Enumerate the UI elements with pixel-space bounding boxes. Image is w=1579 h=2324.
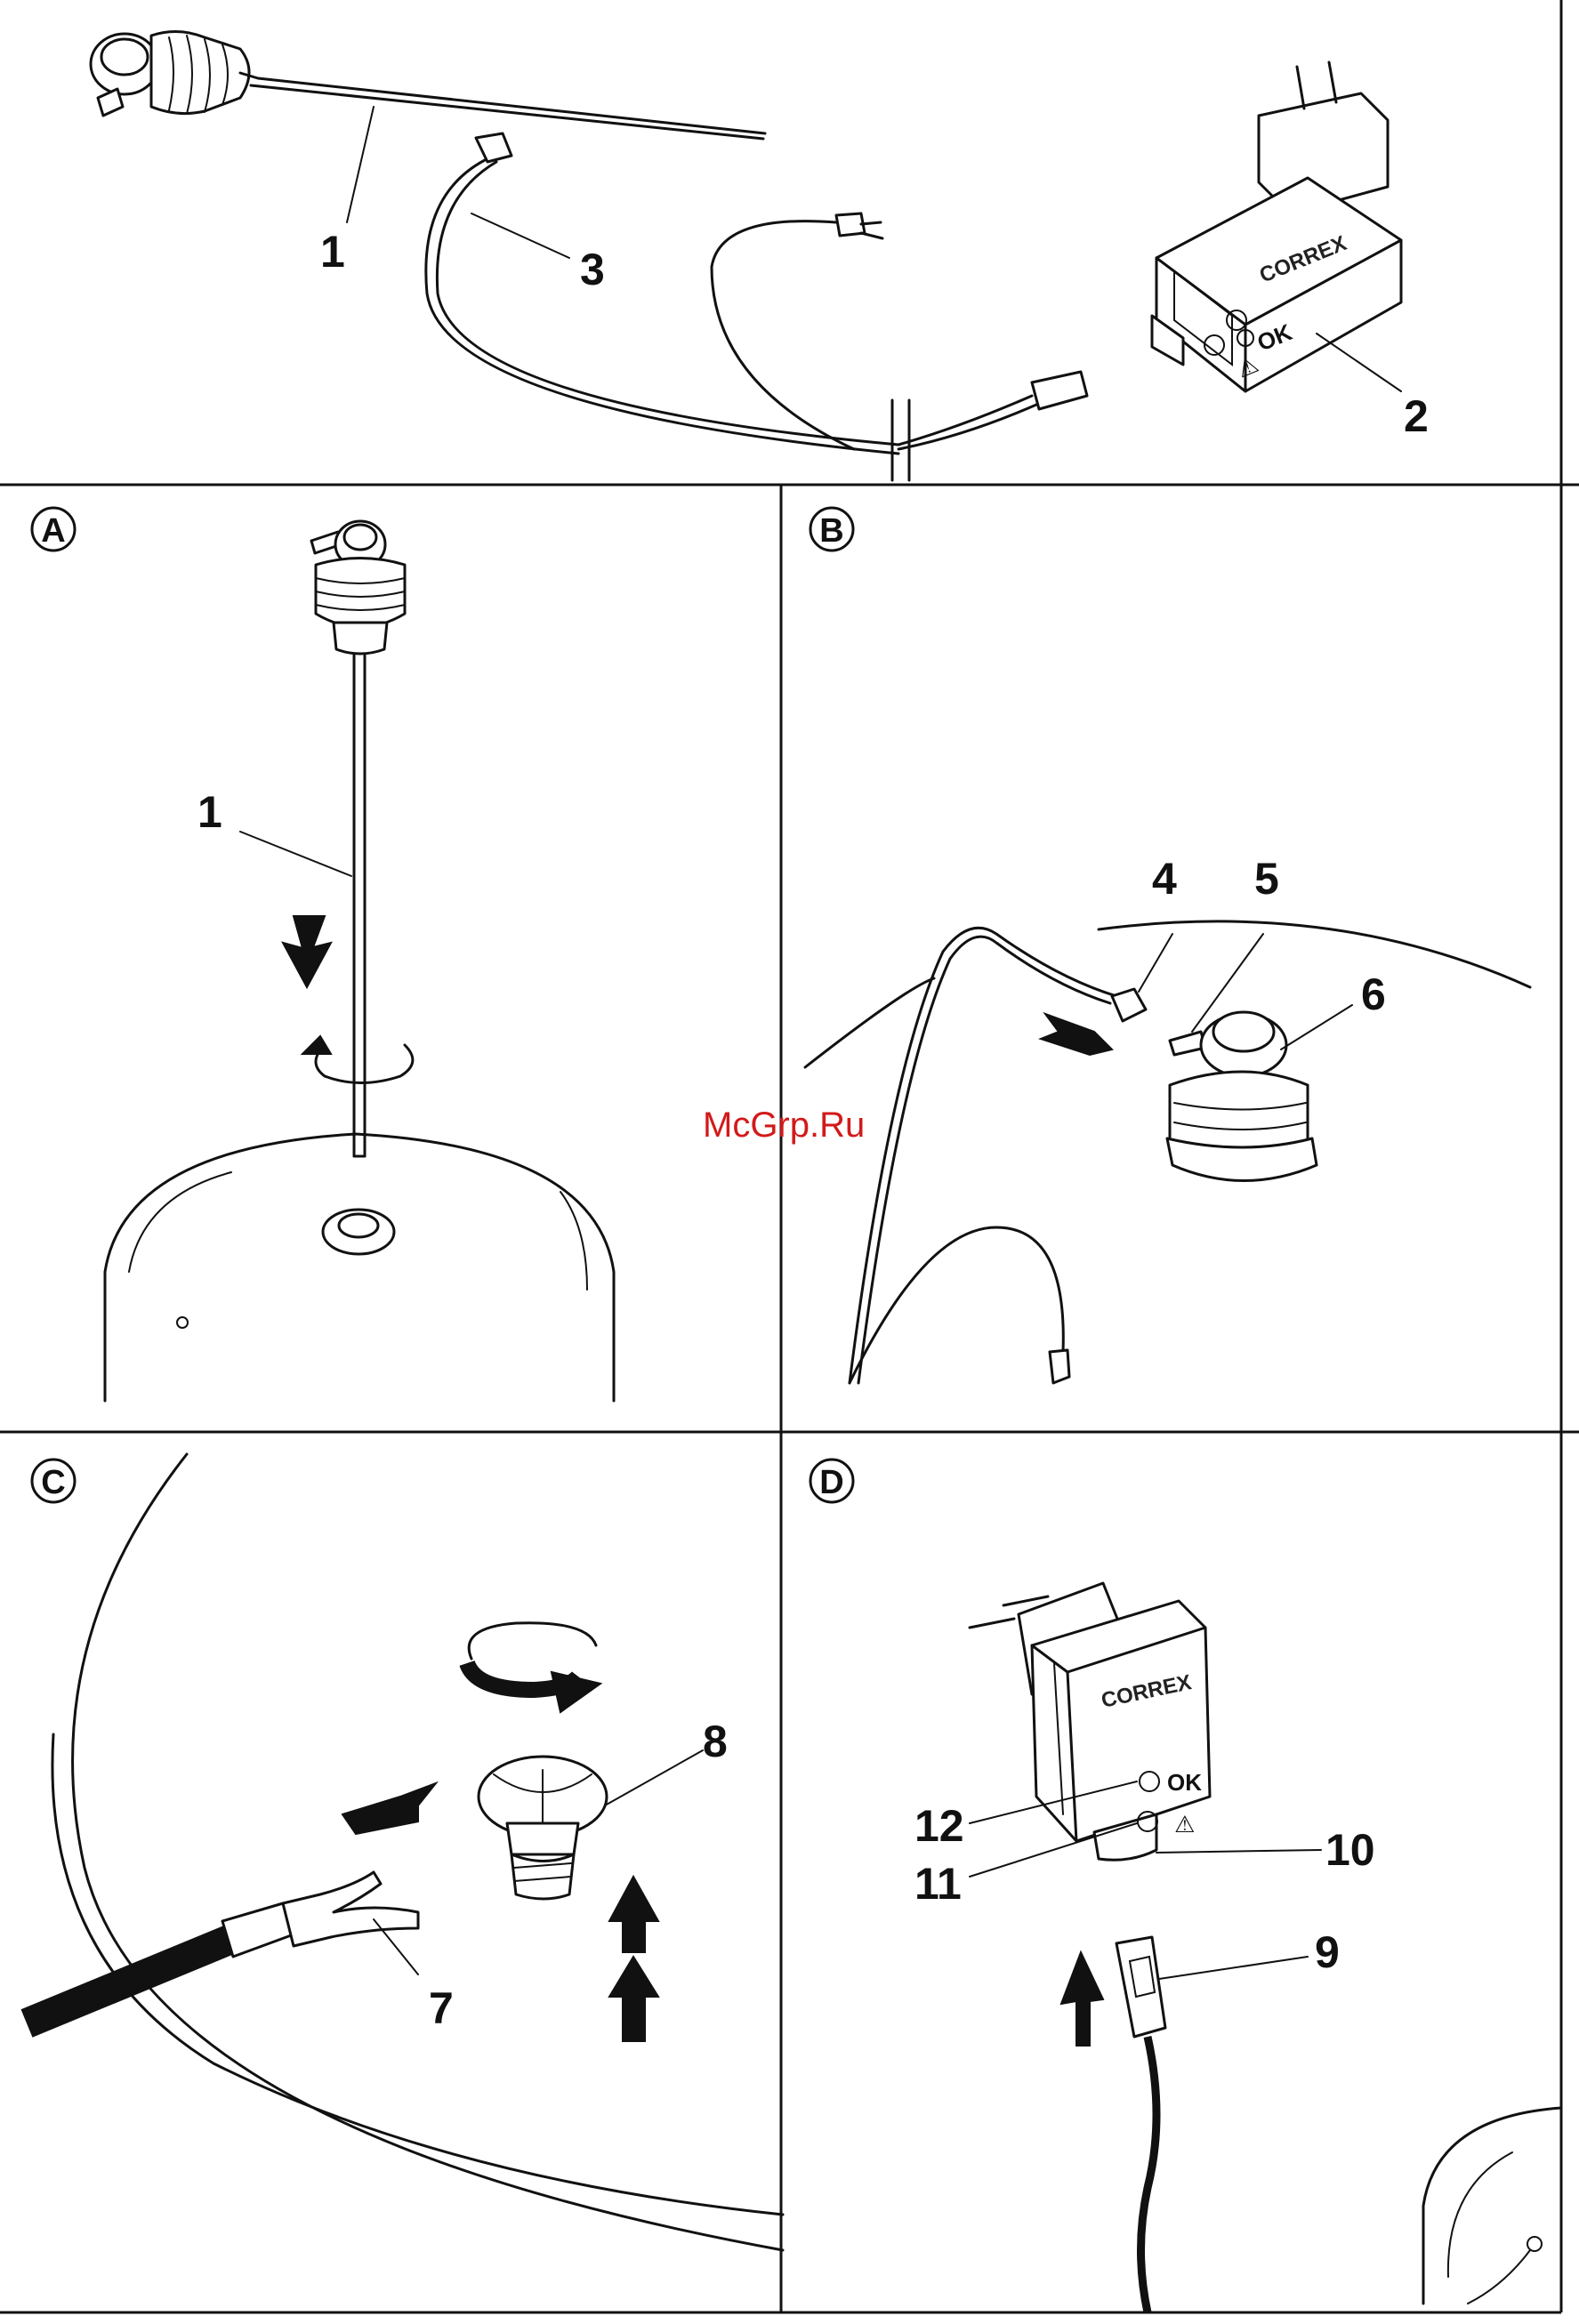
callout-10-leader <box>1156 1850 1321 1853</box>
panel-a-letter: A <box>41 512 65 550</box>
callout-3-leader <box>471 213 569 258</box>
callout-2-leader <box>1317 334 1401 391</box>
anode-probe-part <box>91 31 765 139</box>
callout-8-leader <box>605 1750 703 1805</box>
sensor-cable <box>1141 2037 1157 2312</box>
top-panel: CORREX OK ⚠ 1 3 2 <box>91 31 1429 480</box>
callout-3: 3 <box>580 245 605 294</box>
callout-1-leader <box>347 107 374 222</box>
callout-1: 1 <box>320 227 345 277</box>
callout-a1-leader <box>240 832 351 876</box>
callout-7: 7 <box>429 1983 454 2033</box>
fork-terminal <box>283 1872 418 1946</box>
callout-12: 12 <box>914 1801 964 1851</box>
callout-4: 4 <box>1152 854 1177 904</box>
callout-2: 2 <box>1404 391 1429 441</box>
callout-6-leader <box>1281 1005 1352 1049</box>
water-tank <box>105 1134 614 1401</box>
plug-in-arrow-icon <box>1061 1952 1103 2046</box>
cable-sheath <box>27 1939 231 2023</box>
callout-a1: 1 <box>197 787 222 837</box>
panel-d: D CORREX OK ⚠ 12 <box>810 1460 1561 2312</box>
device-ok-label: OK <box>1167 1769 1202 1796</box>
panel-b-letter: B <box>819 512 843 550</box>
cable-part <box>426 133 1087 480</box>
up-arrow-icon <box>609 1877 658 1952</box>
anode-head <box>311 521 405 654</box>
callout-4-leader <box>1139 934 1172 992</box>
anode-head-installed <box>1167 1012 1317 1181</box>
panel-b: B 4 5 6 <box>805 508 1530 1383</box>
push-arrow-icon <box>342 1783 436 1834</box>
screw <box>479 1757 607 1899</box>
cable-connector <box>1116 1937 1165 2037</box>
callout-8: 8 <box>703 1717 728 1766</box>
device-warning-icon: ⚠ <box>1174 1811 1195 1837</box>
callout-9: 9 <box>1315 1927 1340 1977</box>
callout-5: 5 <box>1254 854 1279 904</box>
callout-11: 11 <box>914 1859 962 1909</box>
callout-10: 10 <box>1325 1825 1375 1875</box>
callout-6: 6 <box>1361 969 1386 1019</box>
panel-a: A 1 <box>32 508 614 1401</box>
panel-c: C 7 8 <box>27 1454 783 2250</box>
watermark: McGrp.Ru <box>703 1106 865 1145</box>
control-unit: CORREX OK ⚠ <box>970 1583 1210 1860</box>
insert-arrow-icon <box>1041 1014 1112 1055</box>
control-unit-part: CORREX OK ⚠ <box>1152 62 1401 391</box>
callout-9-leader <box>1159 1957 1308 1979</box>
panel-c-letter: C <box>41 1464 65 1501</box>
down-arrow-icon <box>283 916 331 987</box>
panel-d-letter: D <box>819 1464 843 1501</box>
